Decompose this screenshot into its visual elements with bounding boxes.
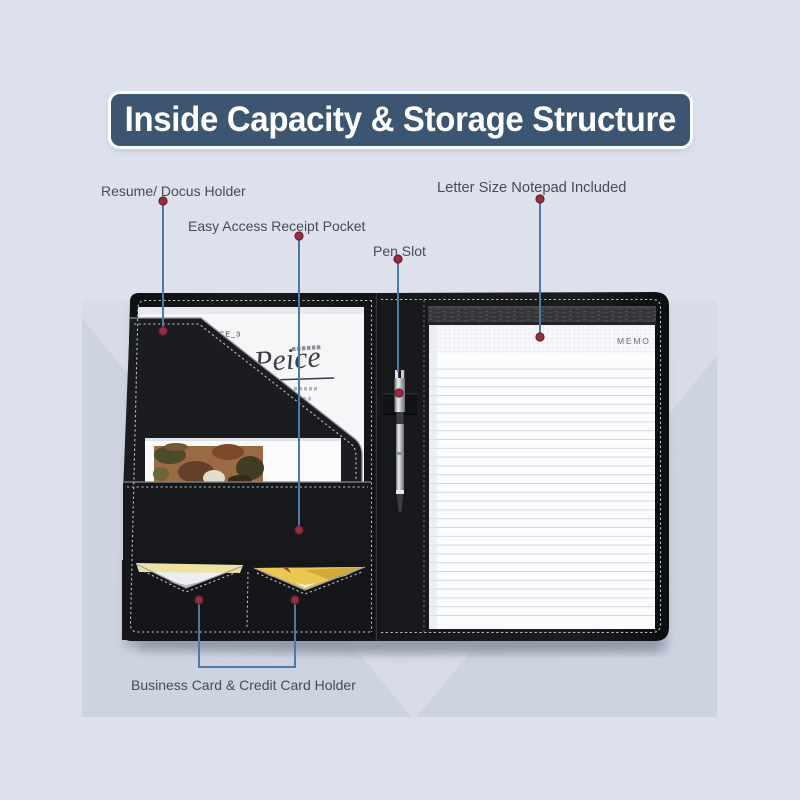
svg-text:CE_3: CE_3 bbox=[219, 330, 241, 339]
svg-text:MEMO: MEMO bbox=[617, 336, 651, 346]
